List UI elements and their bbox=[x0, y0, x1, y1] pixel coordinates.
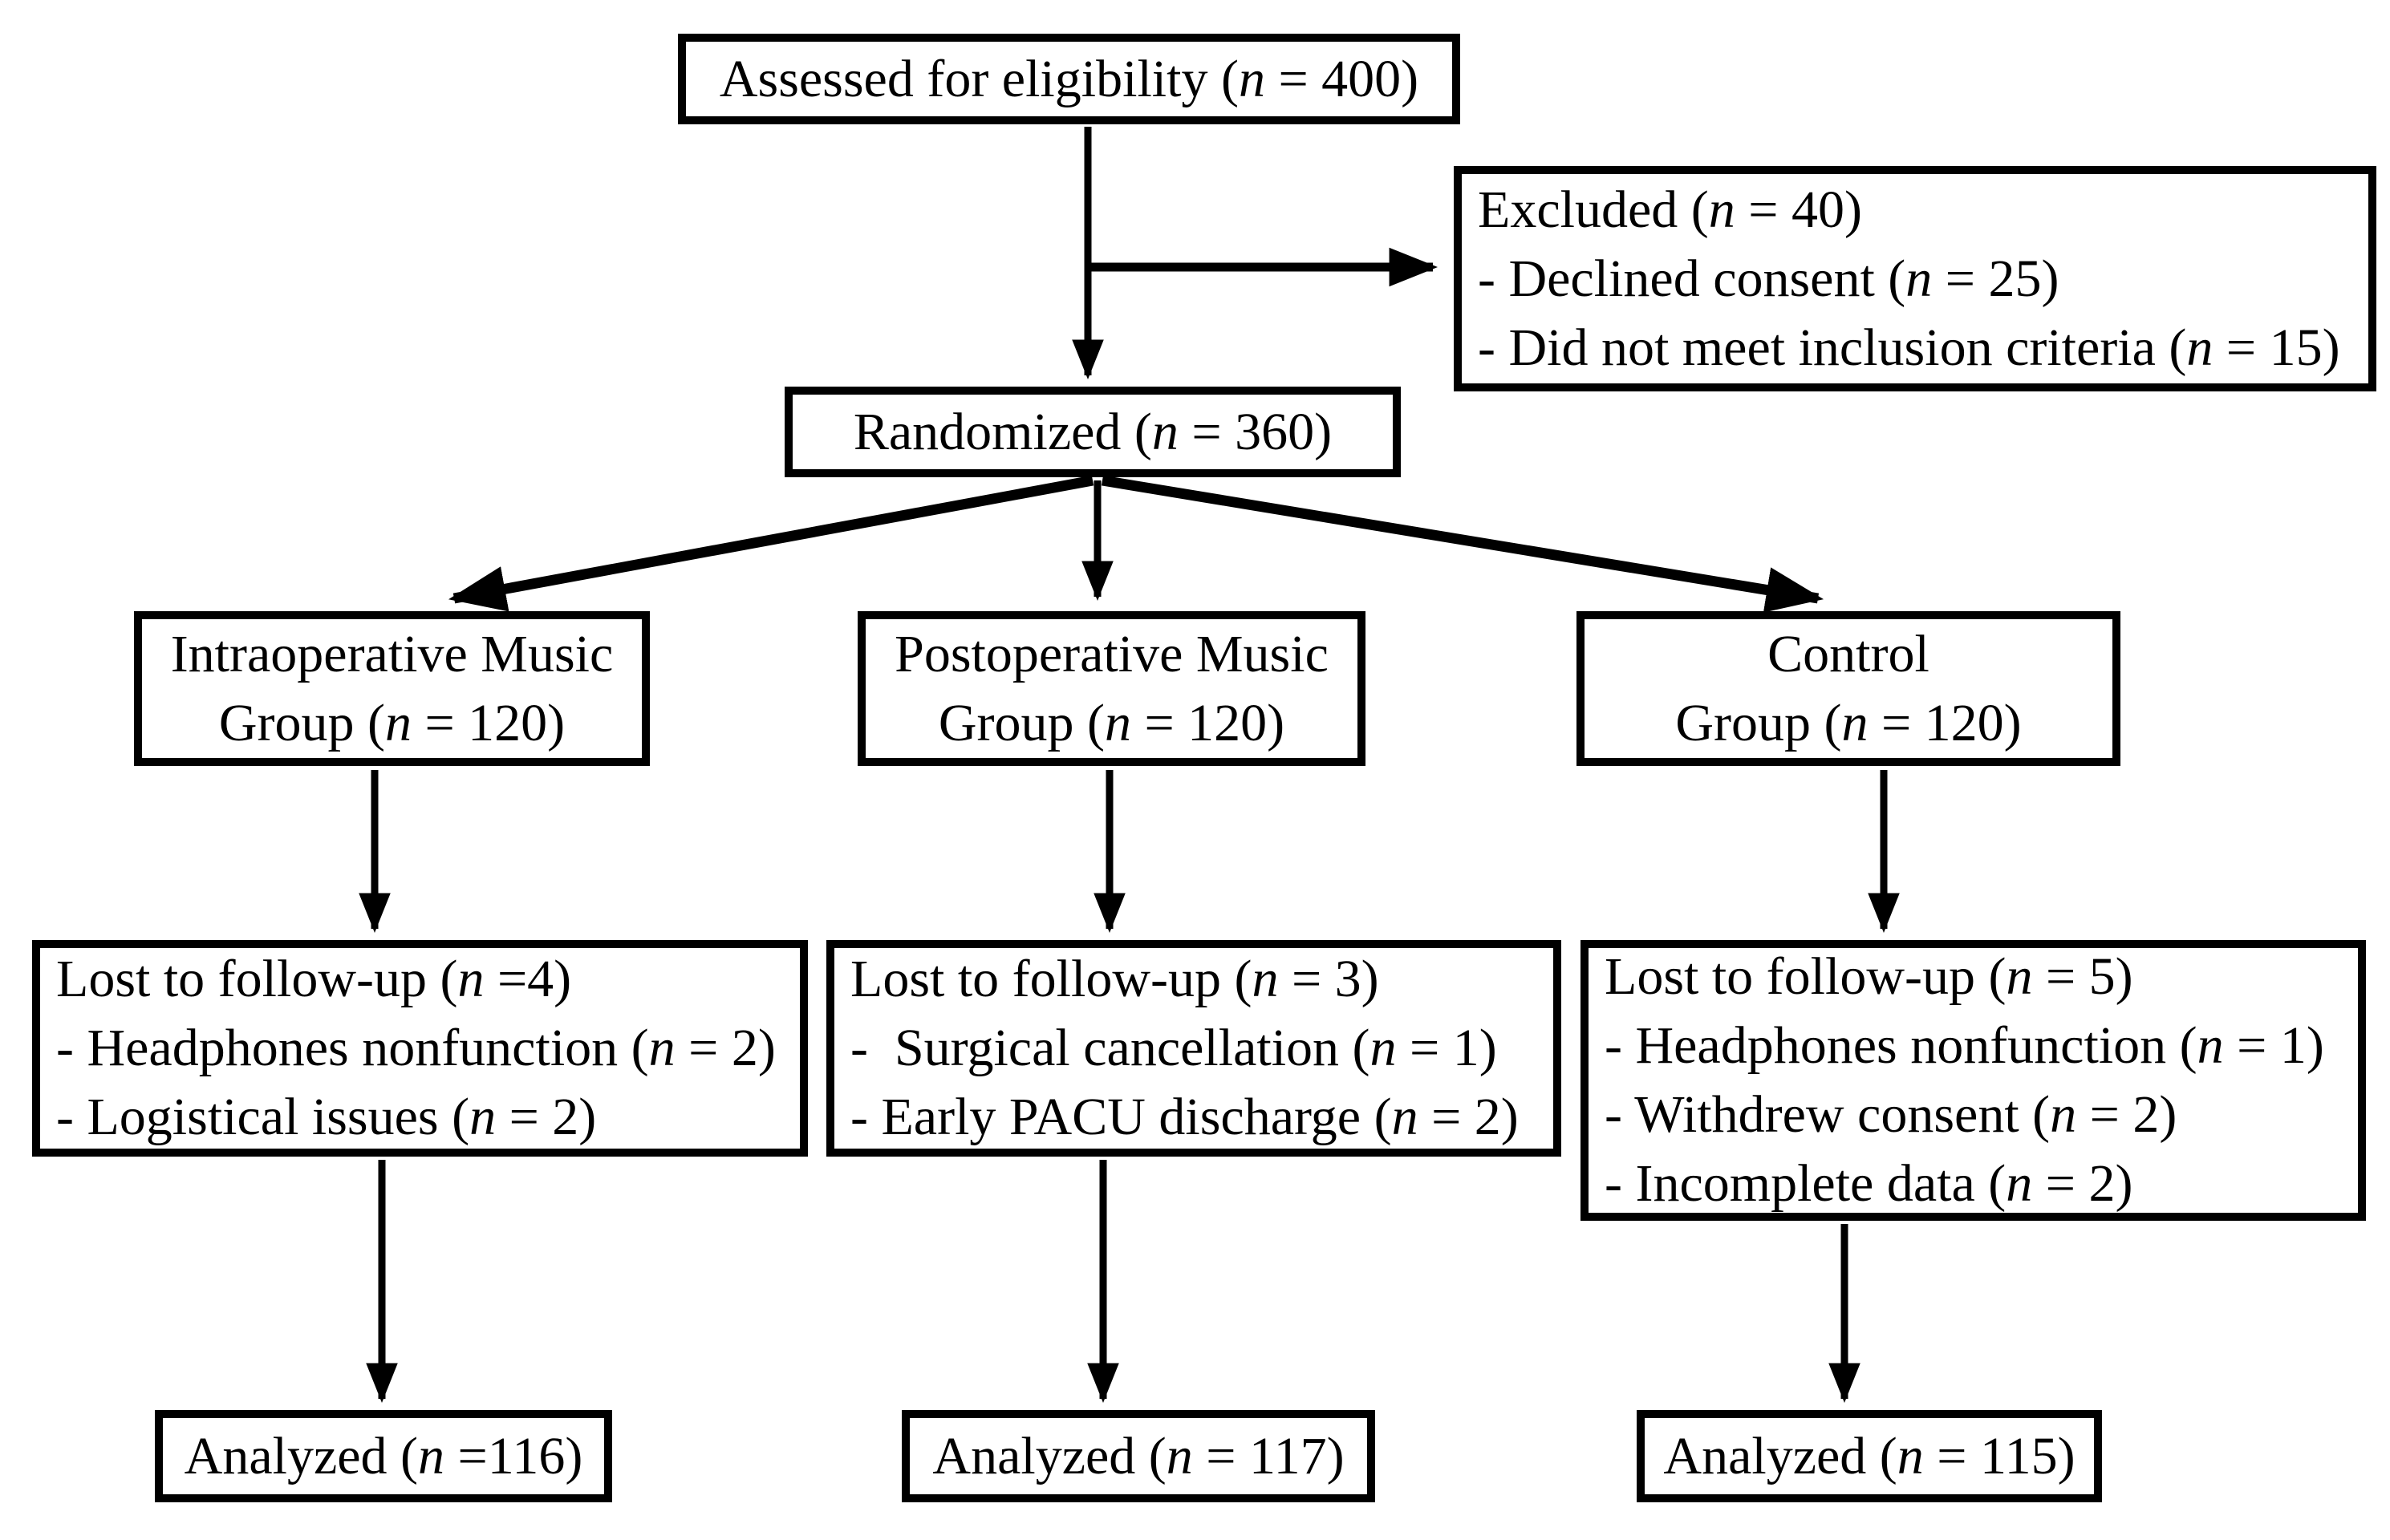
analyzed-text: Analyzed (n = 115) bbox=[1663, 1426, 2076, 1485]
excluded-reason: - Did not meet inclusion criteria (n = 1… bbox=[1478, 318, 2340, 377]
lost-reason: - Surgical cancellation (n = 1) bbox=[850, 1019, 1497, 1077]
group-name: Control bbox=[1767, 624, 1929, 683]
group-name: Intraoperative Music bbox=[170, 624, 614, 683]
lost-reason: - Logistical issues (n = 2) bbox=[56, 1088, 597, 1146]
arrow-randomized-to-control bbox=[1101, 475, 1824, 613]
group-name: Postoperative Music bbox=[895, 624, 1329, 683]
analyzed-postoperative-box: Analyzed (n = 117) bbox=[902, 1410, 1375, 1502]
lost-reason: - Headphones nonfunction (n = 2) bbox=[56, 1019, 776, 1077]
analyzed-text: Analyzed (n = 117) bbox=[932, 1426, 1345, 1485]
lost-control-box: Lost to follow-up (n = 5) - Headphones n… bbox=[1580, 940, 2366, 1221]
excluded-box: Excluded (n = 40) - Declined consent (n … bbox=[1454, 166, 2376, 391]
analyzed-intraoperative-box: Analyzed (n =116) bbox=[155, 1410, 612, 1502]
control-group-box: Control Group (n = 120) bbox=[1576, 611, 2120, 766]
lost-reason: - Headphones nonfunction (n = 1) bbox=[1605, 1016, 2324, 1075]
lost-title: Lost to follow-up (n =4) bbox=[56, 950, 572, 1008]
analyzed-control-box: Analyzed (n = 115) bbox=[1637, 1410, 2102, 1502]
lost-postoperative-box: Lost to follow-up (n = 3) - Surgical can… bbox=[826, 940, 1561, 1157]
analyzed-text: Analyzed (n =116) bbox=[184, 1426, 583, 1485]
lost-reason: - Early PACU discharge (n = 2) bbox=[850, 1088, 1519, 1146]
randomized-text: Randomized (n = 360) bbox=[853, 402, 1333, 461]
excluded-reason: - Declined consent (n = 25) bbox=[1478, 249, 2059, 308]
lost-reason: - Incomplete data (n = 2) bbox=[1605, 1154, 2133, 1213]
lost-intraoperative-box: Lost to follow-up (n =4) - Headphones no… bbox=[32, 940, 808, 1157]
group-count: Group (n = 120) bbox=[1675, 693, 2022, 752]
lost-title: Lost to follow-up (n = 3) bbox=[850, 950, 1379, 1008]
group-count: Group (n = 120) bbox=[938, 693, 1285, 752]
eligibility-box: Assessed for eligibility (n = 400) bbox=[678, 34, 1460, 124]
randomized-box: Randomized (n = 360) bbox=[785, 387, 1401, 477]
excluded-title: Excluded (n = 40) bbox=[1478, 180, 1862, 239]
postoperative-group-box: Postoperative Music Group (n = 120) bbox=[858, 611, 1365, 766]
lost-title: Lost to follow-up (n = 5) bbox=[1605, 947, 2133, 1006]
lost-reason: - Withdrew consent (n = 2) bbox=[1605, 1085, 2177, 1144]
intraoperative-group-box: Intraoperative Music Group (n = 120) bbox=[134, 611, 650, 766]
eligibility-text: Assessed for eligibility (n = 400) bbox=[719, 49, 1419, 108]
arrow-randomized-to-intraoperative bbox=[448, 475, 1094, 612]
group-count: Group (n = 120) bbox=[218, 693, 566, 752]
